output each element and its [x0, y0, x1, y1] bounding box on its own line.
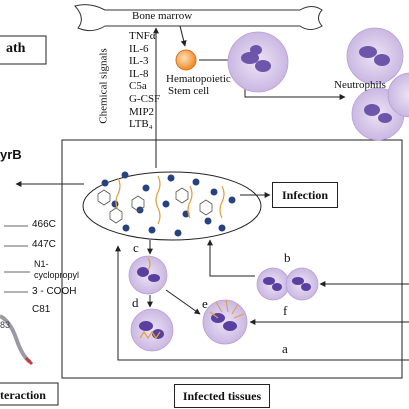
gyrb-residue: C81: [32, 304, 51, 315]
gyrb-residue: 3 - COOH: [32, 286, 77, 297]
gyrb-residue: 447C: [32, 239, 56, 250]
arrow-c-to-e: [165, 289, 201, 315]
signal-item: IL-3: [129, 55, 149, 68]
neutrophils-label: Neutrophils: [334, 79, 386, 91]
step-label-c: c: [133, 240, 139, 255]
bacteria-dots: [101, 171, 236, 237]
neutrophil-e: [202, 299, 248, 345]
signal-item: IL-6: [129, 42, 149, 55]
signal-item: C5a: [129, 80, 147, 93]
step-label-d: d: [132, 295, 139, 310]
stem-cell-label: Stem cell: [168, 85, 210, 97]
signal-item: MIP2: [129, 105, 155, 118]
signal-item: G-CSF: [129, 92, 161, 105]
step-label-b: b: [284, 250, 291, 265]
chemical-signals-list: TNFα IL-6 IL-3 IL-8 C5a G-CSF MIP2 LTB₄: [129, 30, 160, 131]
signal-item: LTB₄: [129, 118, 153, 131]
gyrb-residue: N1-: [34, 259, 49, 269]
infected-tissues-box: [61, 139, 403, 379]
bone-marrow-shape: [74, 4, 323, 32]
gyrb-pointers: [4, 225, 30, 293]
gyrb-residue: 466C: [32, 219, 56, 230]
gyrb-residue: cyclopropyl: [34, 270, 80, 280]
step-label-a: a: [282, 341, 288, 356]
chemical-signals-label: Chemical signals: [97, 48, 110, 124]
path-box-label: ath: [6, 41, 26, 56]
molecule-sketches: [97, 187, 213, 224]
step-label-f: f: [283, 303, 288, 318]
step-label-e: e: [202, 296, 208, 311]
neutrophil-c: [128, 255, 168, 295]
peptide-chains: [115, 175, 225, 225]
arrow-b-to-infection: [207, 239, 255, 277]
infection-site: [82, 171, 262, 241]
path-box: [0, 35, 47, 65]
stem-cell: [175, 49, 197, 71]
signal-item: TNFα: [129, 30, 156, 42]
chain-label: 83: [0, 320, 11, 330]
signal-item: IL-8: [129, 67, 149, 80]
neutrophil-d: [130, 308, 174, 352]
arrow-a-loop: [115, 245, 409, 361]
gyrb-ribbon: [0, 314, 32, 364]
interaction-box: [0, 382, 59, 406]
arrow-bm-to-stem: [179, 25, 187, 47]
bone-marrow-label: Bone marrow: [132, 10, 193, 22]
gyrb-label: yrB: [0, 147, 22, 162]
hematopoietic-label: Hematopoietic: [166, 73, 231, 85]
infection-box: Infection: [272, 182, 338, 208]
infected-tissues-box-label: Infected tissues: [174, 384, 270, 408]
interaction-box-label: teraction: [0, 388, 46, 402]
neutrophils-b: [256, 267, 319, 301]
